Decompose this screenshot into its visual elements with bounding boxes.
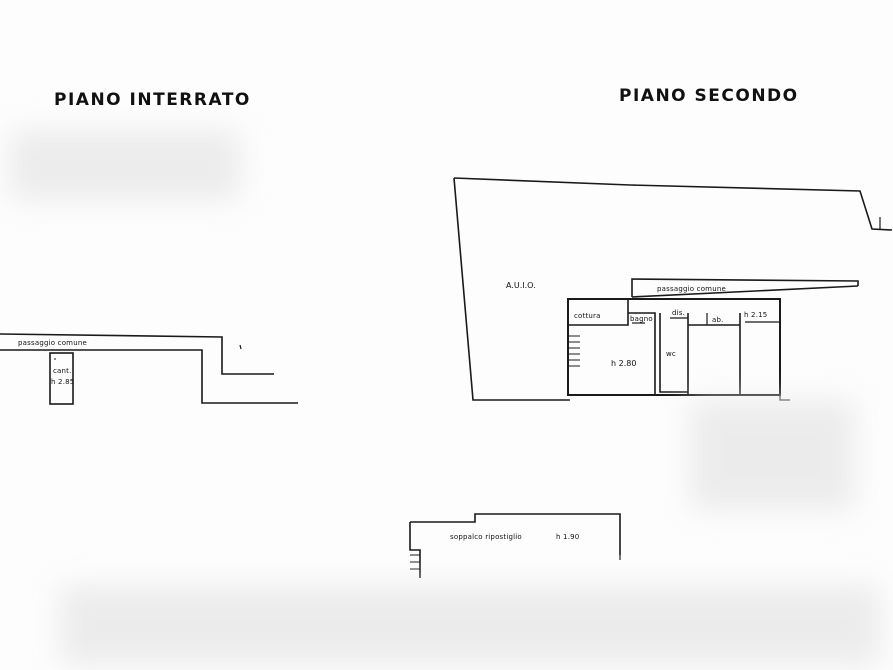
basement-cellar bbox=[49, 352, 74, 405]
basement-cellar-label: cant. bbox=[53, 367, 72, 375]
wc-label: wc bbox=[666, 350, 676, 358]
second-floor-apartment bbox=[567, 298, 781, 396]
basement-height-label: h 2.85 bbox=[51, 378, 75, 386]
basement-corridor bbox=[0, 333, 298, 404]
loft-height-label: h 1.90 bbox=[556, 533, 580, 541]
storage-label: dis. bbox=[672, 309, 686, 317]
loft-storage bbox=[409, 513, 621, 578]
main-height-label: h 2.80 bbox=[611, 359, 637, 368]
room-height-label: h 2.15 bbox=[744, 311, 768, 319]
loft-label: soppalco ripostiglio bbox=[450, 533, 522, 541]
external-area-label: A.U.I.O. bbox=[506, 281, 536, 290]
redacted-area-bottom bbox=[60, 585, 880, 665]
bath-label: bagno bbox=[630, 315, 653, 323]
second-corridor-label: passaggio comune bbox=[657, 285, 726, 293]
basement-corridor-label: passaggio comune bbox=[18, 339, 87, 347]
room-label: ab. bbox=[712, 316, 724, 324]
second-floor-title: PIANO SECONDO bbox=[619, 86, 799, 106]
kitchen-label: cottura bbox=[574, 312, 601, 320]
basement-floor-title: PIANO INTERRATO bbox=[54, 90, 251, 110]
redacted-area-right bbox=[690, 400, 855, 510]
redacted-area-top-left bbox=[10, 130, 240, 200]
